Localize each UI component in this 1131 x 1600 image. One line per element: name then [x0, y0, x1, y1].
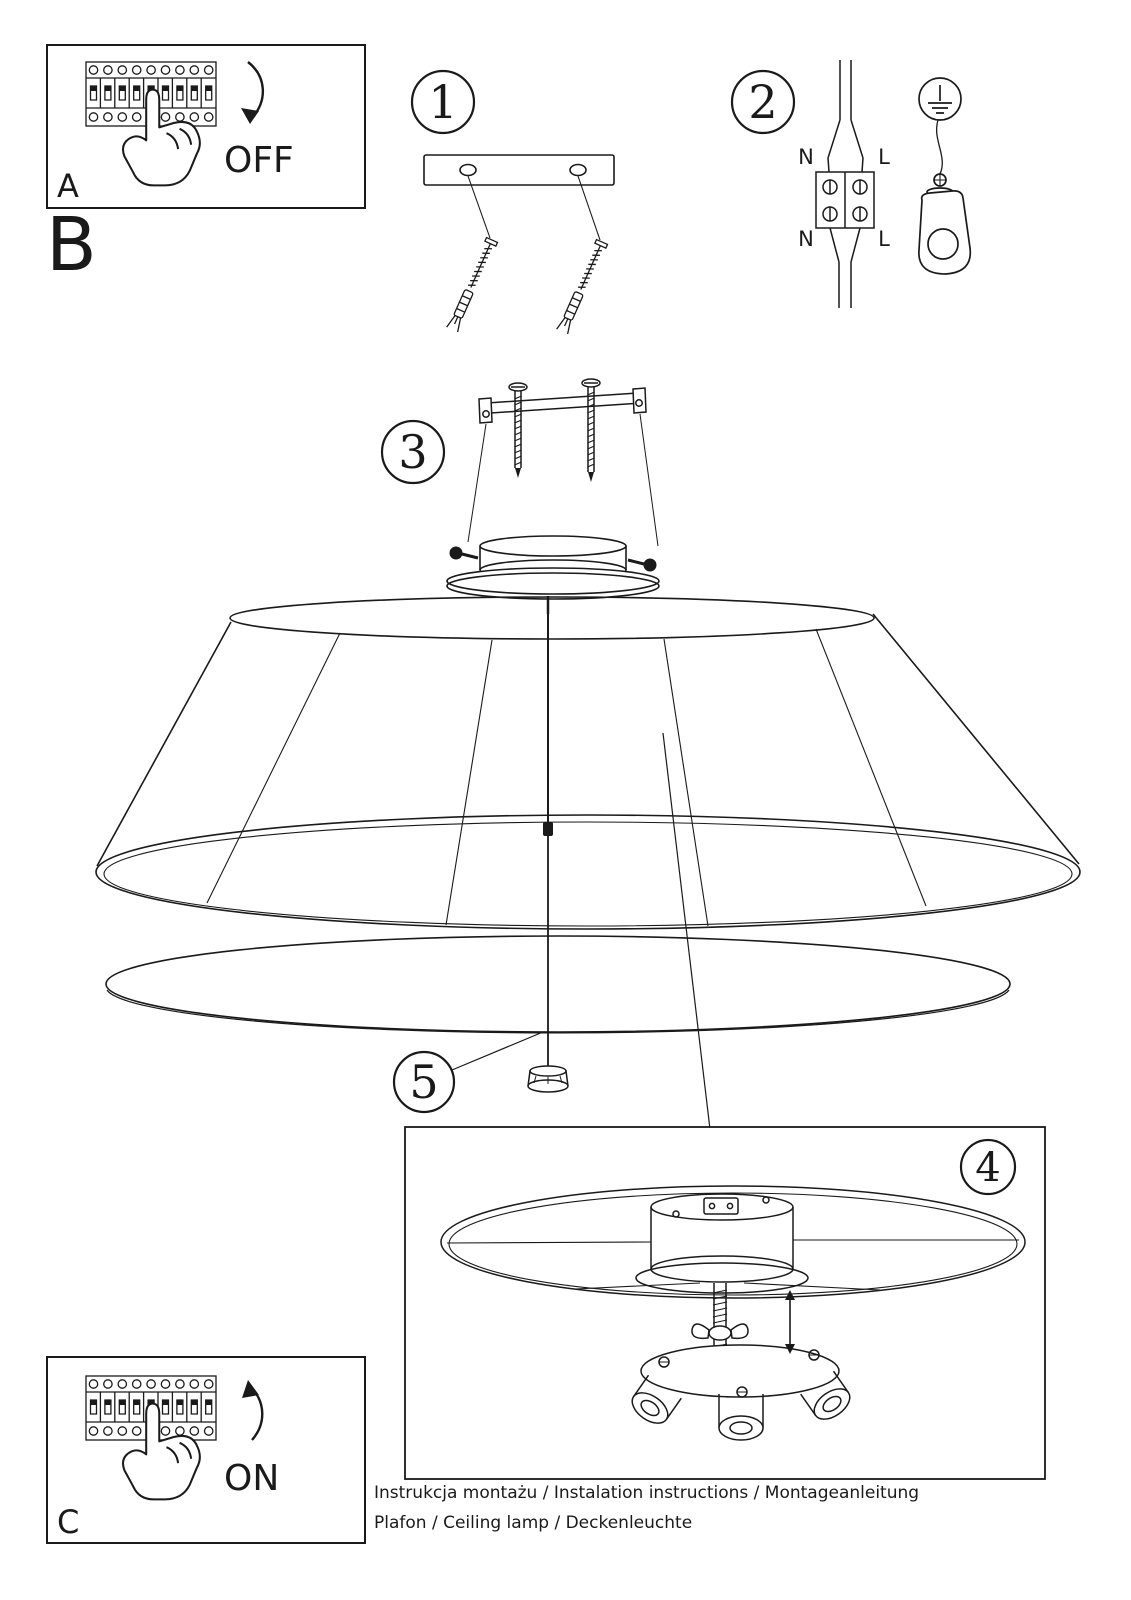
- panel-a: A OFF: [46, 44, 366, 209]
- panel-a-state-label: OFF: [224, 140, 294, 181]
- wire-label-n-top: N: [798, 145, 814, 169]
- step-5-pointer-line: [451, 1031, 544, 1071]
- step-4-number: 4: [975, 1145, 1000, 1191]
- step-3: 3: [380, 378, 660, 614]
- step-1-badge: [410, 69, 476, 135]
- step-4: 4: [404, 1126, 1046, 1480]
- screw-and-anchor-icon: [446, 236, 499, 333]
- lamp-holder-icon: [800, 1370, 851, 1420]
- shade-ring-detail-illustration: [440, 1185, 1026, 1398]
- side-screw-icon: [449, 546, 463, 560]
- step-5-badge: [392, 1050, 456, 1114]
- shade-seam-lines: [206, 628, 927, 927]
- turn-on-arrow-icon: [242, 1380, 264, 1441]
- panel-a-letter: A: [57, 167, 79, 205]
- caption-line-1: Instrukcja montażu / Instalation instruc…: [374, 1483, 919, 1503]
- terminal-block-illustration: [815, 60, 875, 308]
- panel-c: C ON: [46, 1356, 366, 1544]
- step-2-number: 2: [748, 75, 777, 129]
- earth-symbol-icon: [928, 85, 952, 114]
- step-4-badge: [959, 1138, 1017, 1196]
- ceiling-canopy-illustration: [446, 535, 660, 614]
- step-5: 5: [392, 1031, 569, 1114]
- mounting-bracket-illustration: [467, 378, 659, 547]
- step-2: 2 N L N L: [730, 60, 972, 308]
- panel-c-letter: C: [57, 1503, 79, 1541]
- rod-coupler-icon: [543, 822, 553, 836]
- earth-ground-illustration: [918, 77, 972, 275]
- wire-label-l-top: L: [878, 145, 890, 169]
- screw-and-anchor-icon: [556, 238, 609, 335]
- wire-label-n-bottom: N: [798, 227, 814, 251]
- lamp-holder-icon: [718, 1394, 764, 1441]
- step-2-badge: [730, 69, 796, 135]
- turn-off-arrow-icon: [241, 61, 265, 124]
- step-1: 1: [410, 69, 615, 335]
- lampshade-illustration: [95, 596, 1081, 1066]
- diffuser-disc-illustration: [105, 935, 1011, 1034]
- step-3-badge: [380, 419, 446, 485]
- lamp-holder-icon: [631, 1374, 682, 1424]
- step-1-number: 1: [428, 75, 457, 129]
- section-b-letter: B: [46, 202, 97, 288]
- side-screw-icon: [643, 558, 657, 572]
- wire-label-l-bottom: L: [878, 227, 890, 251]
- step-5-number: 5: [409, 1055, 438, 1109]
- ring-spokes: [446, 1239, 1019, 1291]
- panel-c-state-label: ON: [224, 1458, 279, 1499]
- step-3-number: 3: [398, 425, 427, 479]
- mounting-strap-illustration: [423, 154, 615, 241]
- finial-cap-illustration: [527, 1065, 569, 1093]
- caption-line-2: Plafon / Ceiling lamp / Deckenleuchte: [374, 1513, 692, 1533]
